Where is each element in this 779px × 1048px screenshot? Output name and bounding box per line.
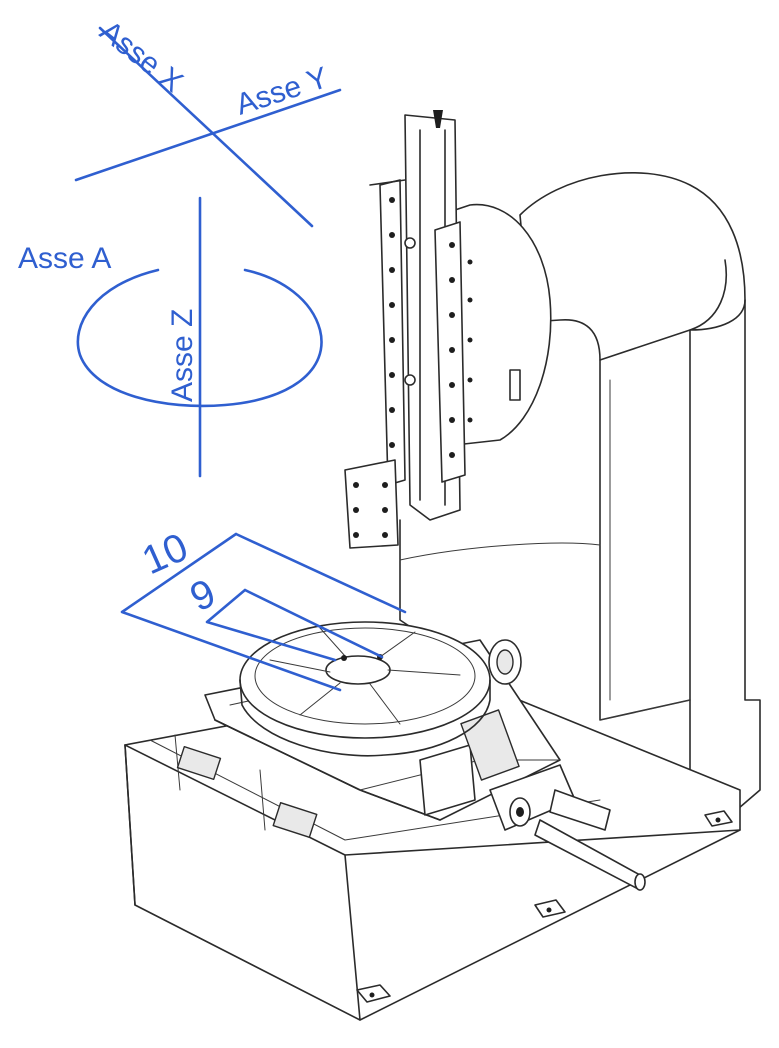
callout-10-label: 10 xyxy=(136,525,195,583)
axis-z-label: Asse Z xyxy=(166,309,199,402)
machine-base xyxy=(124,679,741,1021)
callout-9-label: 9 xyxy=(184,571,222,620)
ram-bolts xyxy=(353,197,473,538)
ram-head xyxy=(344,110,552,549)
axis-x-label: Asse X xyxy=(94,15,189,100)
axis-y-label: Asse Y xyxy=(232,61,332,122)
machine-column xyxy=(399,172,761,851)
callout-9-frame xyxy=(205,588,384,662)
axis-x-line xyxy=(98,26,314,228)
axis-a-label: Asse A xyxy=(18,242,111,275)
axis-y-line xyxy=(74,88,342,182)
machine-drawing xyxy=(124,110,761,1021)
feed-shaft xyxy=(489,764,646,891)
axis-annotations: Asse X Asse Y Asse A Asse Z xyxy=(18,15,342,478)
axis-a-rotation-arc xyxy=(76,268,323,408)
callout-10-frame xyxy=(120,532,407,692)
